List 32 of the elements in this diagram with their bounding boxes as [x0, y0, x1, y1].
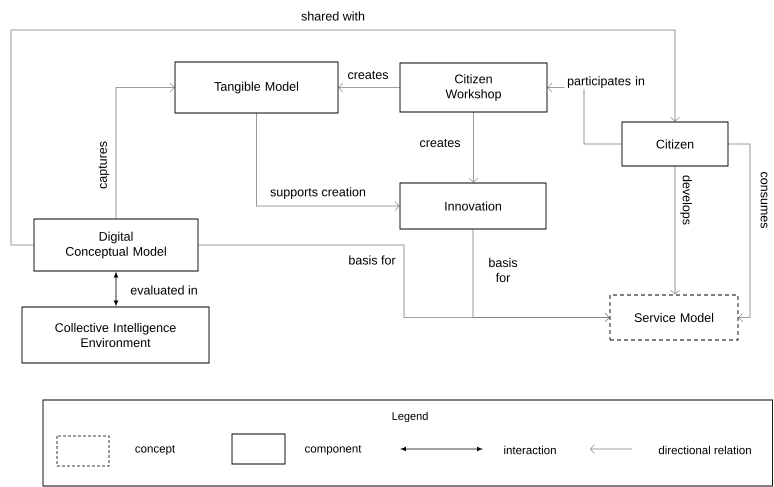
edge-label: basis for — [346, 254, 398, 266]
legend-text: interaction — [504, 446, 556, 454]
component-box: Citizen — [622, 122, 728, 166]
component-box: Tangible Model — [174, 62, 338, 114]
edge-label: creates — [418, 137, 462, 149]
arrow — [10, 30, 680, 246]
edge-label: creates — [346, 69, 390, 81]
arrow — [116, 82, 175, 219]
arrow — [728, 144, 750, 322]
arrow — [468, 112, 478, 183]
component-box: Innovation — [400, 182, 546, 230]
legend-title: Legend — [392, 412, 428, 422]
arrow — [472, 229, 610, 322]
arrow — [338, 82, 400, 92]
edge-label: basis for — [482, 256, 524, 284]
edge-label: develops — [678, 173, 694, 227]
arrow — [114, 272, 118, 306]
edge-label: supports creation — [268, 186, 368, 200]
component-box: Citizen Workshop — [400, 62, 548, 112]
legend-text: directional relation — [658, 446, 751, 454]
concept-box: Service Model — [610, 294, 738, 340]
edge-label: participates in — [564, 74, 648, 90]
component-box: Digital Conceptual Model — [34, 218, 198, 272]
edge-label: evaluated in — [128, 284, 200, 296]
legend-text: concept — [135, 445, 176, 455]
edge-label: captures — [97, 140, 111, 190]
edge-label: shared with — [300, 10, 366, 22]
arrow — [256, 113, 400, 211]
edge-label: consumes — [759, 170, 769, 230]
component-box: Collective Intelligence Environment — [22, 306, 210, 364]
legend-text: component — [305, 445, 362, 455]
arrow — [670, 166, 680, 295]
